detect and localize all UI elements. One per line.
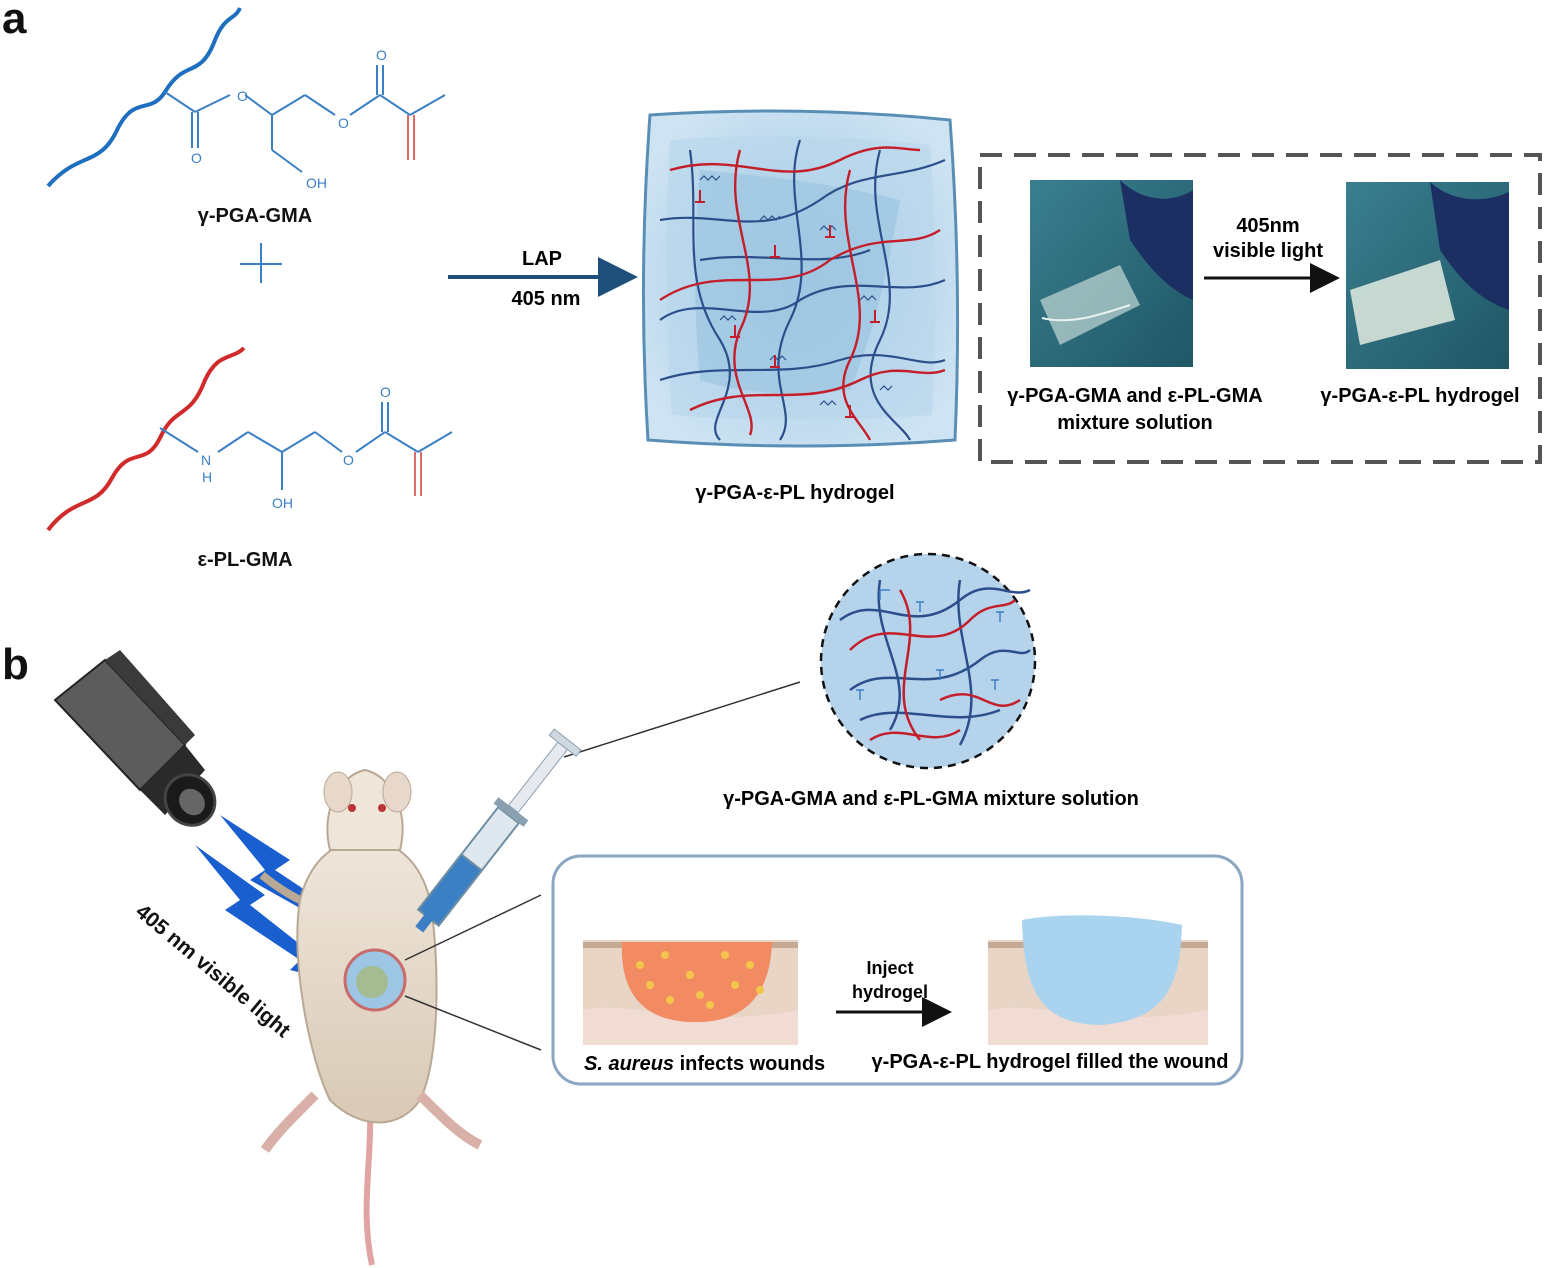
monomer-pga-gma-label: γ-PGA-GMA [198,205,312,227]
monomer-pl-gma-structure [46,346,453,532]
plus-sign [240,243,282,283]
light-source-lamp [53,650,217,827]
syringe-icon [415,728,582,933]
monomer-pl-gma-label: ε-PL-GMA [197,549,292,571]
gelation-arrow-label-2: visible light [1213,240,1323,262]
pl-oxygen-1: O [343,452,354,468]
reaction-condition-label: 405 nm [512,288,581,310]
pl-hydroxyl: OH [272,495,293,511]
hydrogel-label: γ-PGA-ε-PL hydrogel [695,482,894,504]
filled-wound-caption: γ-PGA-ε-PL hydrogel filled the wound [872,1051,1229,1073]
pga-oxygen-1: O [237,88,248,104]
infected-wound-illustration [583,940,798,1045]
wound-leader-line-top [404,894,542,961]
mixture-solution-zoom-circle [819,552,1037,770]
monomer-pga-gma-structure [46,7,446,188]
solution-caption-line-2: mixture solution [1057,412,1213,434]
pl-nitrogen: N [201,452,211,468]
light-bolt-icons [195,815,390,985]
pga-oxygen-3: O [338,115,349,131]
wound-leader-line-bottom [404,995,542,1051]
hydrogel-photo-caption: γ-PGA-ε-PL hydrogel [1320,385,1519,407]
inject-arrow-label-1: Inject [866,958,913,978]
filled-wound-illustration [988,915,1208,1045]
inject-arrow-label-2: hydrogel [852,982,928,1002]
hydrogel-network-block [641,109,960,448]
solution-photo [1030,180,1193,367]
reaction-reagent-label: LAP [522,248,562,270]
mouse-illustration [259,768,483,1266]
pga-oxygen-4: O [376,47,387,63]
pga-oxygen-2: O [191,150,202,166]
panel-b-letter: b [2,640,29,689]
gelation-arrow-label-1: 405nm [1236,215,1299,237]
pl-oxygen-2: O [380,384,391,400]
bacteria-name: S. aureus [584,1053,674,1075]
infected-wound-caption: S. aureus infects wounds [584,1053,825,1075]
solution-caption-line-1: γ-PGA-GMA and ε-PL-GMA [1007,385,1262,407]
pl-hydrogen: H [202,469,212,485]
gelation-photo-inset [978,153,1542,464]
hydrogel-photo [1346,182,1509,369]
infected-wound-caption-rest: infects wounds [674,1053,825,1075]
zoom-leader-line [563,681,801,758]
mixture-solution-caption: γ-PGA-GMA and ε-PL-GMA mixture solution [723,788,1139,810]
pga-hydroxyl: OH [306,175,327,191]
panel-a-letter: a [2,0,27,43]
